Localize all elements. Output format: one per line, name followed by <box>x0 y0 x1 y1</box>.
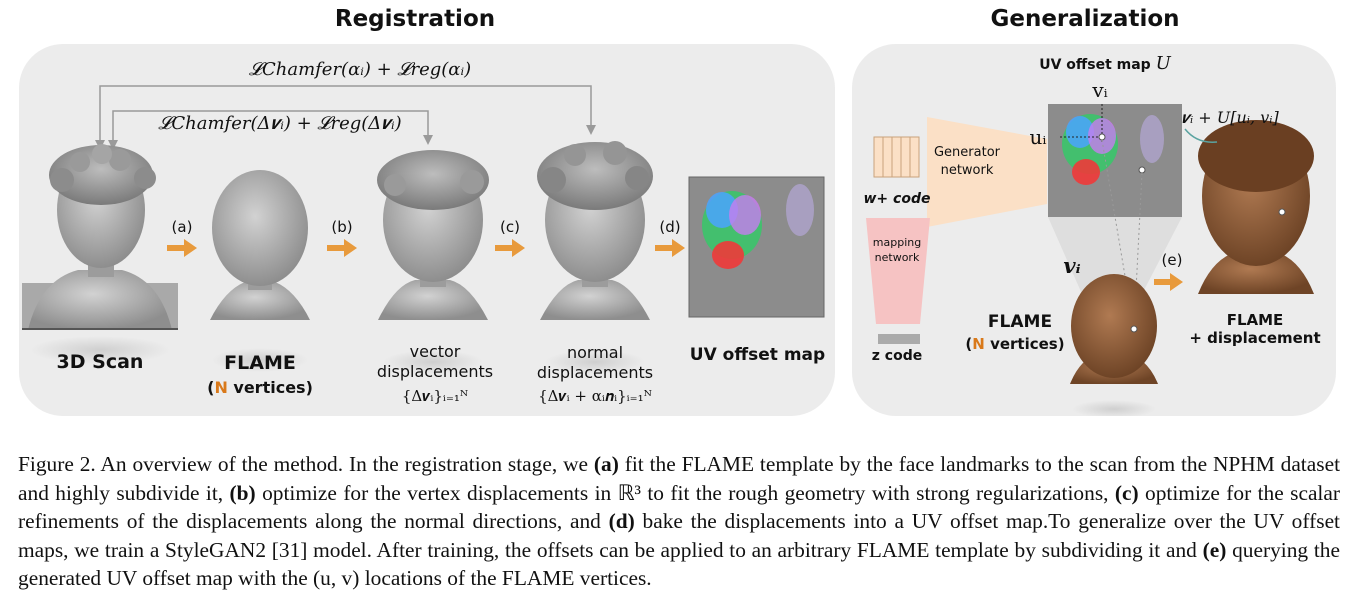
vector-label-line1: vector <box>365 342 505 362</box>
flame-n-highlight: N <box>214 378 227 397</box>
gen-uv-title: UV offset map U <box>1020 54 1190 75</box>
gen-u-label: uᵢ <box>1018 127 1058 147</box>
gen-formula: 𝒗ᵢ + U[uᵢ, vᵢ] <box>1170 108 1290 128</box>
step-a-label: (a) <box>162 218 202 236</box>
generated-uv-map-image <box>1048 104 1182 217</box>
mapping-label-line1: mapping <box>862 236 932 250</box>
normal-label-line2: displacements <box>515 363 675 383</box>
gen-v-label: vᵢ <box>1080 80 1120 100</box>
mapping-label-line2: network <box>862 251 932 265</box>
normal-label-line1: normal <box>525 343 665 363</box>
gen-flame-vertices: (N vertices) <box>955 334 1075 354</box>
vector-formula: {Δ𝒗ᵢ}ᵢ₌₁ᴺ <box>375 386 495 406</box>
scan-label: 3D Scan <box>40 352 160 372</box>
loss-mid-label: 𝓛Chamfer(Δ𝒗ᵢ) + 𝓛reg(Δ𝒗ᵢ) <box>130 114 430 134</box>
wcode-stack-image <box>874 137 919 177</box>
uv-map-label: UV offset map <box>685 345 830 365</box>
out-label-line2: + displacement <box>1180 328 1330 348</box>
generator-label-line2: network <box>922 161 1012 181</box>
flame-label: FLAME <box>200 353 320 373</box>
bracket-arrowhead-mid-right <box>423 135 433 145</box>
scan-head-image <box>22 144 178 364</box>
step-d-label: (d) <box>650 218 690 236</box>
generalization-title: Generalization <box>960 6 1210 32</box>
normal-formula: {Δ𝒗ᵢ + αᵢ𝒏ᵢ}ᵢ₌₁ᴺ <box>505 386 685 406</box>
mapping-network-shape <box>866 218 930 324</box>
gen-flame-label: FLAME <box>970 312 1070 332</box>
normal-displacement-head-image <box>537 141 653 374</box>
vector-displacement-head-image <box>377 150 489 374</box>
zcode-bar-image <box>878 334 920 344</box>
gen-flame-n-highlight: N <box>972 335 985 353</box>
flame-head-image <box>210 170 310 372</box>
gen-vi-label: 𝒗ᵢ <box>1052 256 1092 276</box>
step-e-label: (e) <box>1152 250 1192 270</box>
figure-caption: Figure 2. An overview of the method. In … <box>18 450 1340 593</box>
zcode-label: z code <box>862 346 932 366</box>
flame-vertices-label: (N vertices) <box>190 378 330 398</box>
loss-top-label: 𝓛Chamfer(αᵢ) + 𝓛reg(αᵢ) <box>220 60 500 80</box>
step-b-label: (b) <box>322 218 362 236</box>
generator-label-line1: Generator <box>922 143 1012 163</box>
vector-label-line2: displacements <box>355 362 515 382</box>
step-e-arrow <box>1154 273 1183 291</box>
step-c-label: (c) <box>490 218 530 236</box>
out-label-line1: FLAME <box>1200 310 1310 330</box>
uv-offset-map-image <box>689 177 824 317</box>
bracket-arrowhead-top-right <box>586 125 596 135</box>
wcode-label: w+ code <box>862 189 932 209</box>
output-head-image <box>1185 120 1314 294</box>
flame-brown-head-image <box>1070 274 1158 416</box>
